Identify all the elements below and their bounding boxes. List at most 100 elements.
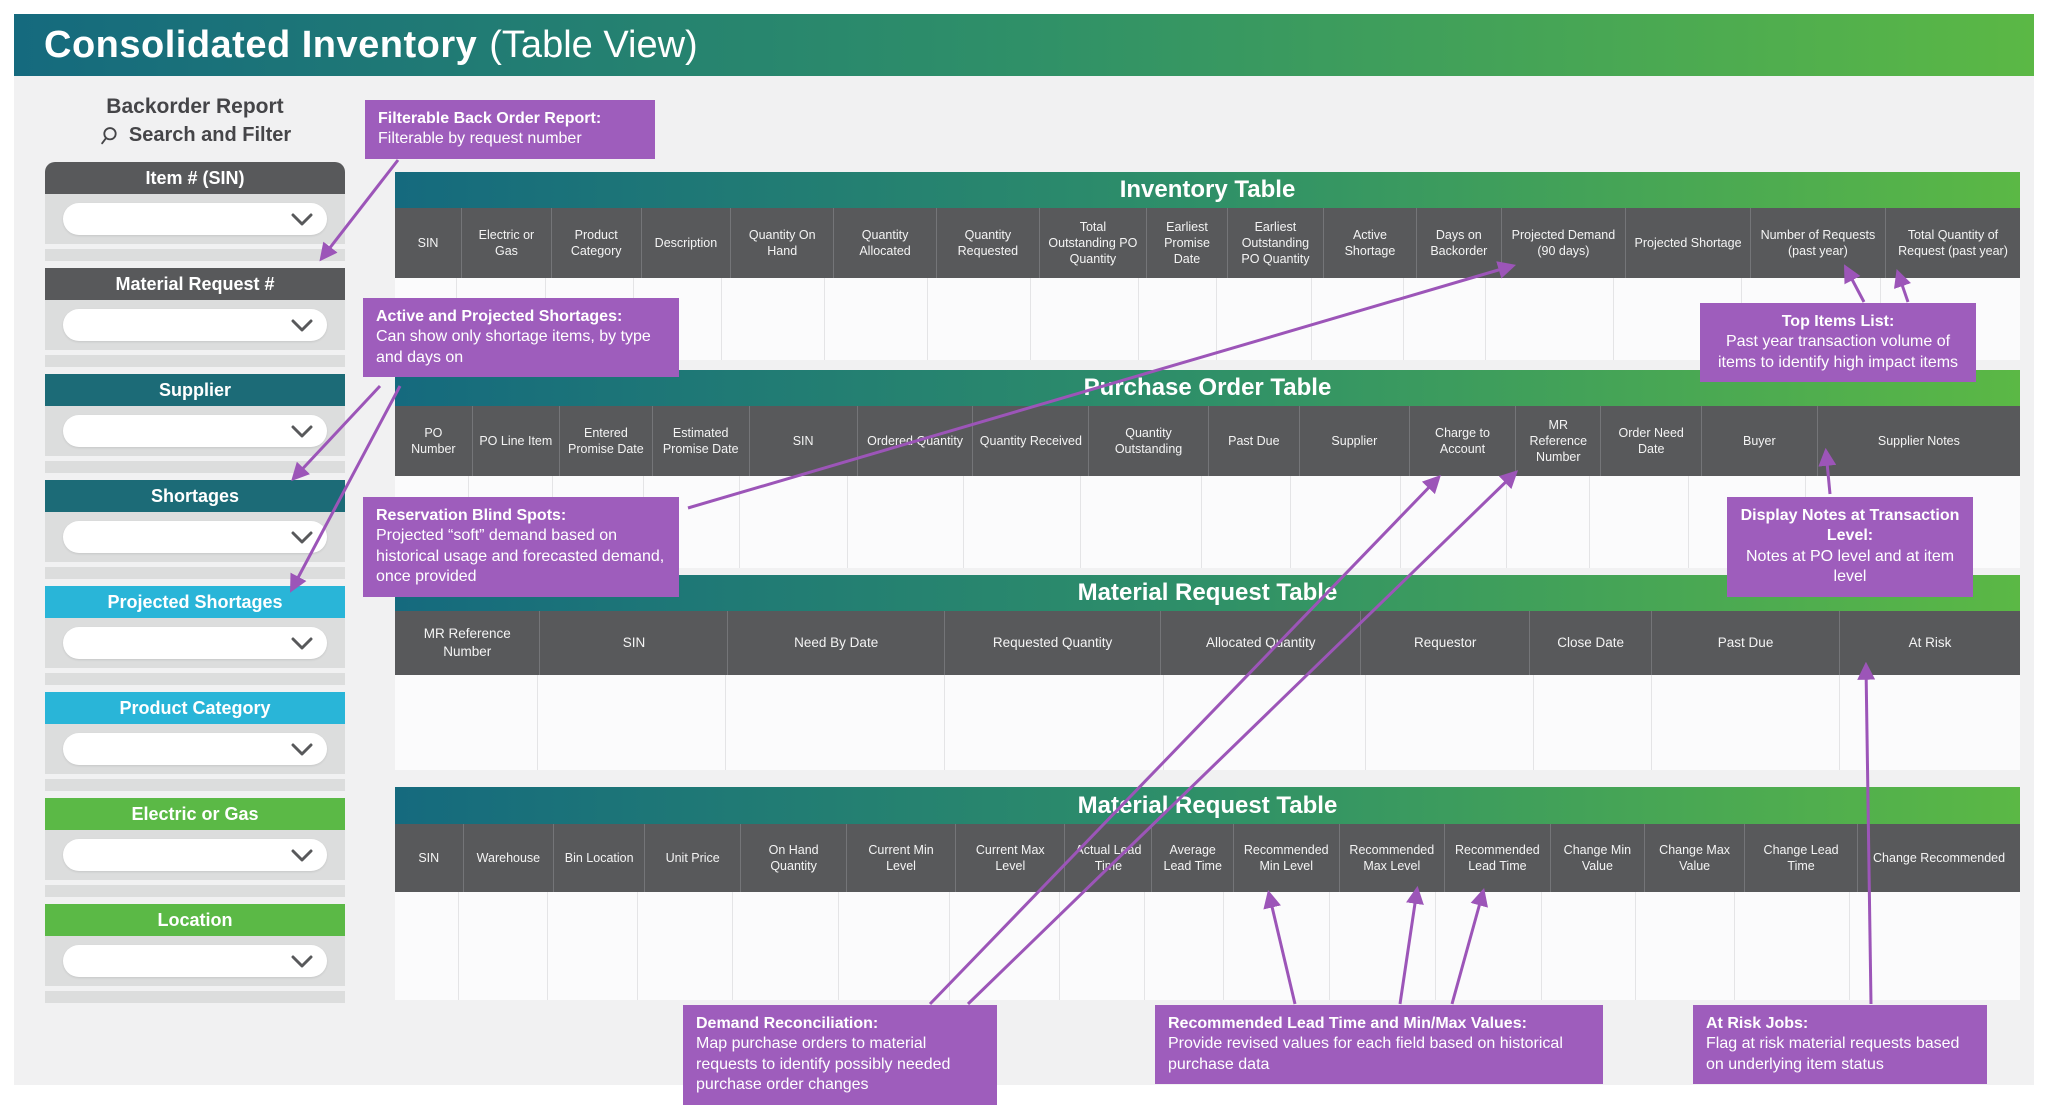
column-header-actual-lead-time: Actual Lead Time — [1065, 824, 1153, 892]
table-cell — [1652, 675, 1841, 770]
column-header-sin: SIN — [750, 406, 858, 476]
table-cell — [459, 892, 549, 1000]
column-header-change-min-value: Change Min Value — [1551, 824, 1646, 892]
column-header-past-due: Past Due — [1652, 611, 1841, 675]
filter-strip — [45, 885, 345, 897]
table-cell — [733, 892, 840, 1000]
filter-header-material-request: Material Request # — [45, 268, 345, 300]
filter-header-product-category: Product Category — [45, 692, 345, 724]
column-header-requestor: Requestor — [1361, 611, 1531, 675]
column-header-total-quantity-of-request-past-year: Total Quantity of Request (past year) — [1898, 227, 2008, 258]
column-header-active-shortage: Active Shortage — [1324, 208, 1418, 278]
column-header-recommended-min-level: Recommended Min Level — [1234, 824, 1340, 892]
filter-electric-or-gas: Electric or Gas — [45, 798, 345, 897]
table-cell — [546, 278, 634, 360]
table-body-row — [395, 892, 2020, 1000]
filter-dropdown-item-sin[interactable] — [63, 203, 327, 235]
filter-dropdown-location[interactable] — [63, 945, 327, 977]
filter-dropdown-supplier[interactable] — [63, 415, 327, 447]
page-subtitle: (Table View) — [489, 23, 698, 66]
filter-dropdown-projected-shortages[interactable] — [63, 627, 327, 659]
table-cell — [950, 892, 1060, 1000]
column-header-quantity-outstanding: Quantity Outstanding — [1089, 406, 1209, 476]
table-cell — [1881, 278, 2020, 360]
filter-body — [45, 194, 345, 244]
column-header-description: Description — [642, 208, 732, 278]
column-header-at-risk: At Risk — [1908, 635, 1952, 651]
table-cell — [553, 476, 645, 568]
chevron-down-icon — [291, 637, 313, 650]
page-title: Consolidated Inventory — [44, 23, 478, 66]
filter-dropdown-shortages[interactable] — [63, 521, 327, 553]
filter-dropdown-material-request[interactable] — [63, 309, 327, 341]
chevron-down-icon — [291, 743, 313, 756]
table-cell — [395, 675, 538, 770]
table-cell — [548, 892, 638, 1000]
filter-material-request: Material Request # — [45, 268, 345, 367]
table-cell — [395, 476, 469, 568]
app-header: Consolidated Inventory (Table View) — [14, 14, 2034, 76]
table-cell — [1436, 892, 1543, 1000]
column-header-on-hand-quantity: On Hand Quantity — [741, 824, 847, 892]
filter-body — [45, 300, 345, 350]
filter-header-item-sin: Item # (SIN) — [45, 162, 345, 194]
filter-header-electric-or-gas: Electric or Gas — [45, 798, 345, 830]
column-header-quantity-received: Quantity Received — [973, 406, 1090, 476]
table-title: Material Request Table — [395, 575, 2020, 611]
table-cell — [928, 278, 1031, 360]
filter-header-location: Location — [45, 904, 345, 936]
column-header-sin: SIN — [395, 824, 464, 892]
filter-body — [45, 936, 345, 986]
sidebar: Backorder Report Search and Filter Item … — [45, 95, 345, 1010]
table-cell — [1806, 476, 2020, 568]
column-header-buyer: Buyer — [1702, 406, 1818, 476]
column-header-warehouse: Warehouse — [464, 824, 555, 892]
table-cell — [1217, 278, 1312, 360]
column-header-mr-reference-number: MR Reference Number — [395, 611, 541, 675]
filter-strip — [45, 991, 345, 1003]
table-cell — [395, 892, 460, 1000]
table-cell — [1614, 278, 1742, 360]
column-header-unit-price: Unit Price — [645, 824, 742, 892]
column-header-earliest-outstanding-po-quantity: Earliest Outstanding PO Quantity — [1228, 208, 1324, 278]
column-header-change-recommended: Change Recommended — [1873, 850, 2006, 865]
chevron-down-icon — [291, 849, 313, 862]
table-cell — [538, 675, 727, 770]
column-header-estimated-promise-date: Estimated Promise Date — [653, 406, 750, 476]
filter-dropdown-product-category[interactable] — [63, 733, 327, 765]
table-cell — [1401, 476, 1508, 568]
table-cell — [395, 278, 458, 360]
table-cell — [825, 278, 928, 360]
table-cell — [1312, 278, 1405, 360]
column-header-quantity-requested: Quantity Requested — [937, 208, 1040, 278]
table-body-row — [395, 278, 2020, 360]
column-header-recommended-lead-time: Recommended Lead Time — [1445, 824, 1551, 892]
filter-dropdown-electric-or-gas[interactable] — [63, 839, 327, 871]
filter-product-category: Product Category — [45, 692, 345, 791]
search-icon — [101, 126, 117, 144]
table-cell — [1590, 476, 1690, 568]
table-cell — [1542, 892, 1636, 1000]
column-header-projected-shortage: Projected Shortage — [1626, 208, 1751, 278]
table-cell — [644, 476, 740, 568]
chevron-down-icon — [291, 955, 313, 968]
table-cell — [740, 476, 848, 568]
column-header-order-need-date: Order Need Date — [1601, 406, 1702, 476]
column-header-sin: SIN — [540, 611, 729, 675]
filter-strip — [45, 355, 345, 367]
filter-body — [45, 830, 345, 880]
report-title: Backorder Report — [106, 95, 284, 118]
table-body-row — [395, 476, 2020, 568]
column-header-days-on-backorder: Days on Backorder — [1417, 208, 1502, 278]
column-header-current-min-level: Current Min Level — [847, 824, 957, 892]
table-cell — [1404, 278, 1487, 360]
table-cell — [1202, 476, 1291, 568]
column-header-change-max-value: Change Max Value — [1645, 824, 1746, 892]
search-and-filter-button[interactable]: Search and Filter — [45, 124, 345, 147]
column-header-earliest-promise-date: Earliest Promise Date — [1147, 208, 1228, 278]
